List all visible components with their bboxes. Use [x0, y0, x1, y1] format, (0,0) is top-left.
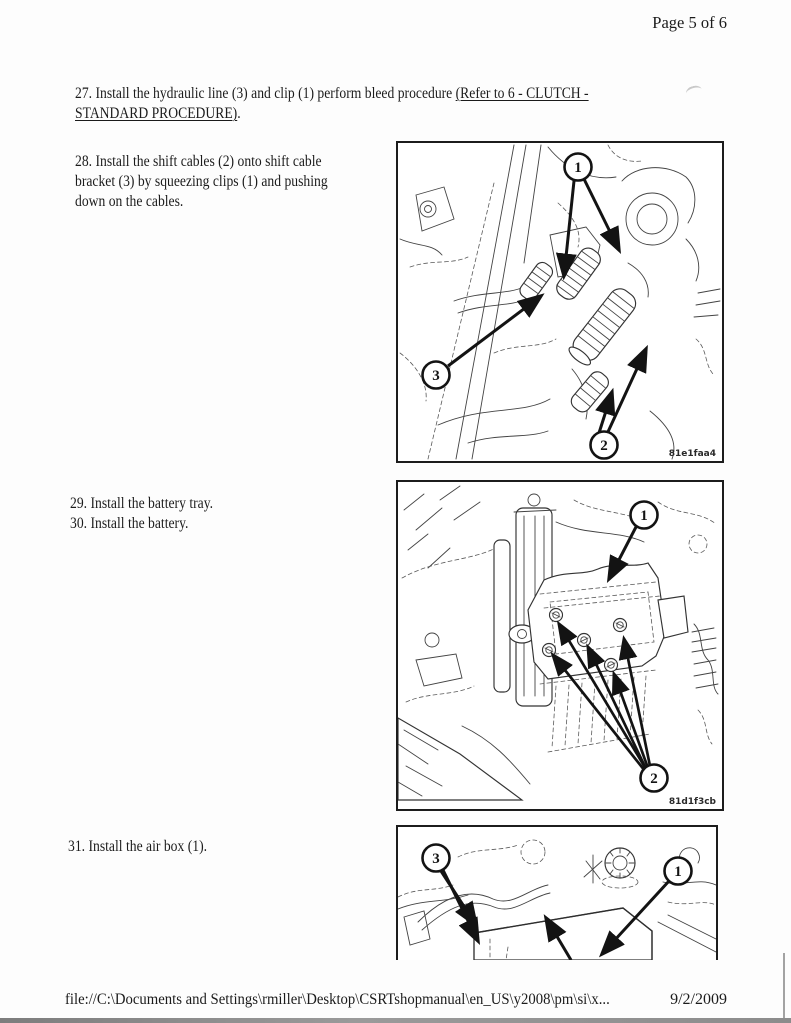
callout-3-badge: 3	[421, 843, 451, 873]
callout-1-badge: 1	[629, 500, 659, 530]
footer-date: 9/2/2009	[670, 991, 727, 1008]
figure-shift-cables: 1 3 2 81e1faa4	[396, 141, 724, 463]
callout-3-label: 3	[432, 851, 440, 867]
scan-smudge	[684, 84, 704, 99]
step-27-line-1: 27. Install the hydraulic line (3) and c…	[75, 84, 589, 104]
tray-bolts	[541, 607, 628, 673]
step-31-line: 31. Install the air box (1).	[68, 838, 208, 855]
fig1-arrows	[447, 178, 648, 435]
figure-code: 81e1faa4	[669, 449, 716, 459]
fig3-arrows	[439, 869, 671, 960]
footer-file-path: file://C:\Documents and Settings\rmiller…	[65, 991, 610, 1008]
callout-1-label: 1	[674, 864, 682, 880]
callout-2-label: 2	[600, 438, 608, 454]
scan-edge-artifact	[783, 953, 785, 1023]
callout-1-label: 1	[640, 508, 648, 524]
engine-line-art	[399, 144, 721, 460]
figure-battery-tray: 1 2 81d1f3cb	[396, 480, 724, 811]
figure-code: 81d1f3cb	[669, 797, 717, 807]
callout-3-badge: 3	[421, 360, 451, 390]
step-27: 27. Install the hydraulic line (3) and c…	[75, 84, 589, 124]
steps-29-30: 29. Install the battery tray. 30. Instal…	[70, 494, 213, 534]
step-28-line-2: bracket (3) by squeezing clips (1) and p…	[75, 173, 328, 190]
step-27-line-2: STANDARD PROCEDURE).	[75, 104, 589, 124]
page-number: Page 5 of 6	[652, 13, 727, 32]
step-27-text: 27. Install the hydraulic line (3) and c…	[75, 85, 456, 102]
callout-2-badge: 2	[589, 430, 619, 460]
callout-2-badge: 2	[639, 763, 669, 793]
engine-line-art	[398, 485, 719, 801]
step-31: 31. Install the air box (1).	[68, 837, 207, 857]
step-28-line-3: down on the cables.	[75, 193, 184, 210]
step-28: 28. Install the shift cables (2) onto sh…	[75, 152, 328, 212]
callout-3-label: 3	[432, 368, 440, 384]
step-27-period: .	[237, 105, 241, 122]
figure-air-box: 3 1	[396, 825, 718, 960]
callout-1-badge: 1	[663, 856, 693, 886]
step-29: 29. Install the battery tray.	[70, 495, 214, 512]
callout-2-label: 2	[650, 771, 658, 787]
clutch-procedure-link[interactable]: (Refer to 6 - CLUTCH -	[455, 85, 589, 102]
callout-1-badge: 1	[563, 152, 593, 182]
clutch-procedure-link-continued[interactable]: STANDARD PROCEDURE)	[75, 105, 238, 122]
step-30: 30. Install the battery.	[70, 515, 189, 532]
callout-1-label: 1	[574, 160, 582, 176]
step-28-line-1: 28. Install the shift cables (2) onto sh…	[75, 153, 322, 170]
scan-bottom-edge	[0, 1018, 791, 1023]
fig2-arrows	[550, 526, 652, 772]
